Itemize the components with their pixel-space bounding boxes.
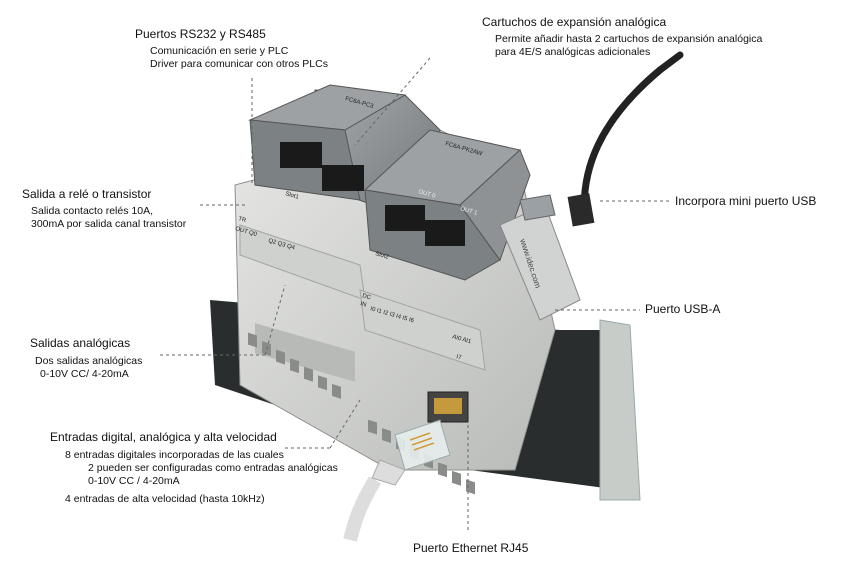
callout-rele-line-2: 300mA por salida canal transistor bbox=[31, 218, 187, 230]
callout-analog-outputs: Salidas analógicas Dos salidas analógica… bbox=[30, 336, 142, 381]
callout-entradas-line-3: 0-10V CC / 4-20mA bbox=[88, 475, 180, 487]
rs-connector-2 bbox=[322, 165, 364, 191]
callout-analog-line-2: 0-10V CC/ 4-20mA bbox=[40, 368, 129, 380]
callout-rele-line-1: Salida contacto relés 10A, bbox=[31, 205, 153, 217]
usb-cable-plug bbox=[567, 193, 595, 227]
callout-rs-ports: Puertos RS232 y RS485 Comunicación en se… bbox=[135, 27, 328, 71]
rs-connector-1 bbox=[280, 142, 322, 168]
label-out1: OUT 1 bbox=[459, 206, 478, 217]
input-face bbox=[359, 289, 486, 371]
output-terminals bbox=[255, 323, 355, 382]
callout-usb-a-title: Puerto USB-A bbox=[645, 302, 721, 316]
callout-entradas-line-2: 2 pueden ser configuradas como entradas … bbox=[88, 462, 338, 474]
label-tr: TR bbox=[237, 216, 247, 224]
callout-cartuchos-line-1: Permite añadir hasta 2 cartuchos de expa… bbox=[495, 33, 763, 45]
callout-entradas-line-4: 4 entradas de alta velocidad (hasta 10kH… bbox=[65, 493, 265, 505]
callout-analog-title: Salidas analógicas bbox=[30, 336, 131, 350]
callout-rele-title: Salida a relé o transistor bbox=[22, 187, 152, 201]
usb-stick: www.idec.com bbox=[499, 194, 581, 321]
label-in: IN bbox=[359, 301, 366, 308]
label-dc: DC bbox=[361, 293, 372, 301]
label-slot2: Slot2 bbox=[374, 251, 389, 261]
callout-usb-a: Puerto USB-A bbox=[645, 302, 720, 317]
callout-ethernet: Puerto Ethernet RJ45 bbox=[413, 541, 528, 556]
callout-usb-mini-title: Incorpora mini puerto USB bbox=[675, 194, 817, 208]
callout-cartuchos-title: Cartuchos de expansión analógica bbox=[482, 15, 667, 29]
callout-cartuchos: Cartuchos de expansión analógica Permite… bbox=[482, 15, 762, 59]
ethernet-plug bbox=[343, 419, 451, 542]
callout-entradas-line-1: 8 entradas digitales incorporadas de las… bbox=[65, 449, 284, 461]
label-ai: AI0 AI1 bbox=[451, 334, 472, 345]
rj45-contacts bbox=[434, 398, 462, 414]
module-analog-side bbox=[459, 149, 531, 262]
analog-connector-1 bbox=[385, 205, 425, 231]
label-i7: I7 bbox=[455, 354, 462, 361]
callout-rs-line-1: Comunicación en serie y PLC bbox=[150, 45, 289, 57]
callout-rs-line-2: Driver para comunicar con otros PLCs bbox=[150, 58, 328, 70]
label-slot1: Slot1 bbox=[284, 191, 299, 201]
callout-entradas-title: Entradas digital, analógica y alta veloc… bbox=[50, 430, 277, 444]
callout-cartuchos-line-2: para 4E/S analógicas adicionales bbox=[495, 46, 651, 58]
callout-rs-title: Puertos RS232 y RS485 bbox=[135, 27, 266, 41]
panel-frame bbox=[599, 319, 641, 501]
callout-ethernet-title: Puerto Ethernet RJ45 bbox=[413, 541, 529, 555]
callout-usb-mini: Incorpora mini puerto USB bbox=[675, 194, 816, 209]
callout-rele: Salida a relé o transistor Salida contac… bbox=[22, 187, 186, 231]
analog-connector-2 bbox=[425, 220, 465, 246]
usb-cable bbox=[580, 51, 684, 224]
callout-analog-line-1: Dos salidas analógicas bbox=[35, 355, 143, 367]
callout-entradas: Entradas digital, analógica y alta veloc… bbox=[50, 430, 338, 506]
leader-lines bbox=[160, 57, 672, 530]
label-out0: OUT 0 bbox=[417, 189, 436, 200]
